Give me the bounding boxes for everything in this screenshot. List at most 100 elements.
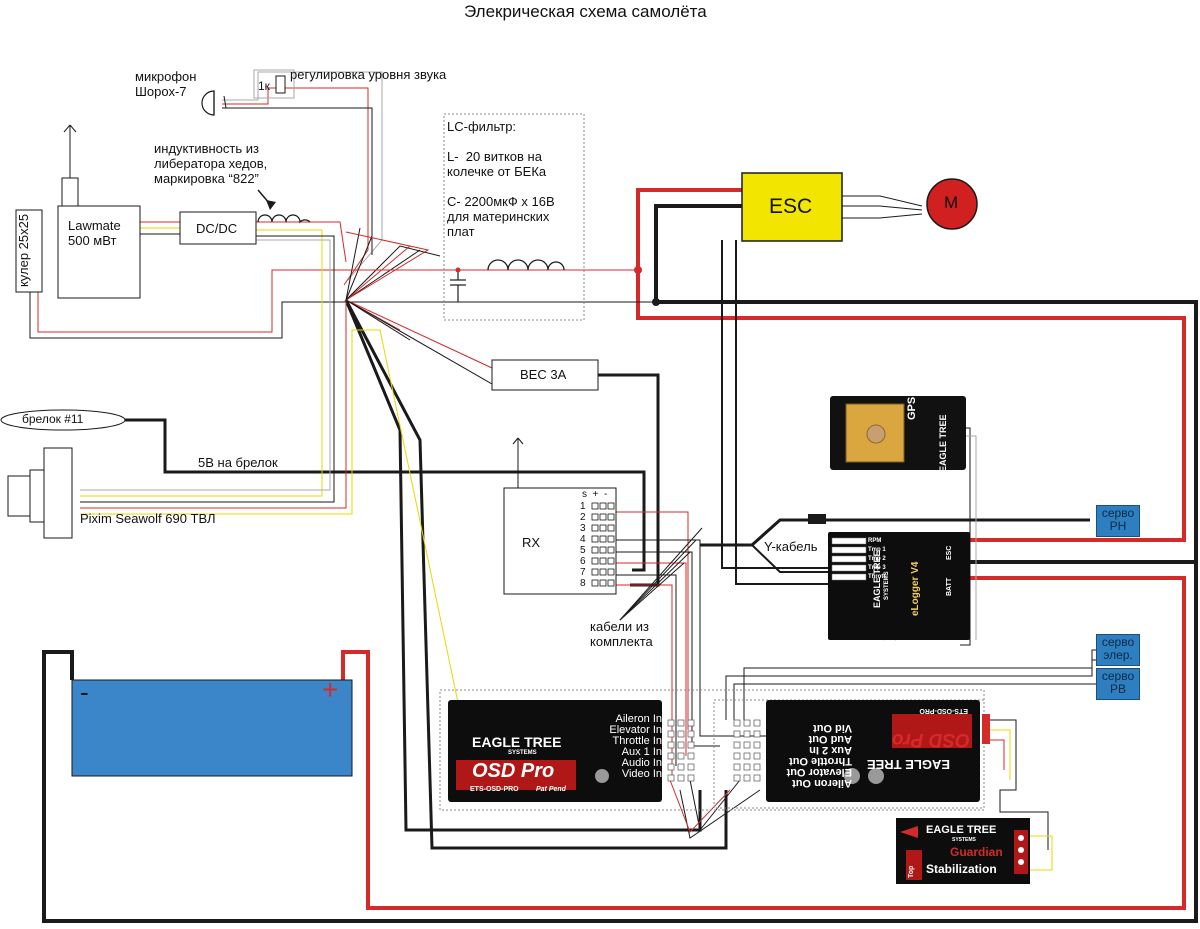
rx-channel-2: 2 [580,512,586,523]
osd-right-model: ETS-OSD-PRO [919,707,968,714]
diagram-title: Элекрическая схема самолёта [464,2,707,21]
motor-icon [926,178,978,230]
osd-output-aileron: Aileron Out [792,777,852,789]
rx-channel-numbers: 1 2 3 4 5 6 7 8 [580,501,586,589]
osd-left-name: OSD Pro [472,760,555,782]
signal-wires [29,71,1096,871]
elogger-port-tmp1: Tmp 1 [868,547,886,553]
guardian-name: Guardian [950,845,1003,859]
rx-channel-8: 8 [580,578,586,589]
power-wires [42,188,1198,923]
motor-label: M [944,193,959,212]
lc-filter-coil [487,259,565,271]
osd-left-pat: Pat Pend [536,786,566,793]
osd-input-elevator: Elevator In [609,724,662,736]
gps-module [830,396,966,470]
dcdc-converter [179,211,257,245]
elogger-port-thrott: Thrott [868,574,886,580]
esc-box [741,172,843,242]
lawmate-label: Lawmate 500 мВт [68,218,121,248]
volume-label: регулировка уровня звука [290,67,447,82]
lawmate-antenna-icon [61,124,79,207]
osd-pro-board-left [448,700,662,802]
rx-channel-6: 6 [580,556,586,567]
rx-label: RX [522,535,541,550]
osd-output-audio: Aud Out [808,733,852,745]
osd-pro-board-right [766,700,990,802]
y-cable-label: Y-кабель [764,539,818,555]
battery-minus-label: - [80,677,89,707]
inductor-coil [257,214,311,224]
elogger-esc: ESC [946,545,953,560]
osd-right-name: OSD Pro [891,729,970,750]
elogger-batt: BATT [946,577,953,596]
esc-label: ESC [769,195,813,218]
cables-kit-label: кабели из комплекта [590,619,653,649]
microphone [201,90,215,116]
guardian-sub: Stabilization [926,862,997,876]
osd-input-video: Video In [621,768,662,780]
gps-brand: EAGLE TREE [938,414,948,472]
osd-left-inputs: Aileron In Elevator In Throttle In Aux 1… [586,714,662,780]
y-cable [700,518,1090,547]
rx-receiver [503,487,617,595]
elogger-name: eLogger V4 [910,561,921,616]
rx-antenna-icon [512,437,524,488]
battery-plus-label: + [322,674,339,705]
keychain-label: брелок #11 [22,412,84,426]
cooler-label: кулер 25х25 [16,213,32,288]
osd-output-video: Vid Out [813,722,852,734]
elogger-module [828,532,970,640]
cooler-fan [15,209,43,293]
osd-right-print: EAGLE TREE OSD Pro ETS-OSD-PRO Aileron O… [766,700,980,802]
osd-output-elevator: Elevator Out [786,766,852,778]
servo-rudder: серво РН [1096,505,1140,537]
guardian-brand: EAGLE TREE [926,824,997,836]
osd-right-pins [733,719,761,782]
osd-left-pins [667,719,695,782]
camera-label: Pixim Seawolf 690 ТВЛ [80,511,216,526]
dcdc-label: DC/DC [196,221,238,236]
osd-input-aileron: Aileron In [615,713,662,725]
battery-positive-wire [341,576,1186,910]
volume-resistor [253,69,295,99]
bec-label: BEC 3A [520,367,567,382]
osd-input-audio: Audio In [621,757,662,769]
rx-channel-4: 4 [580,534,586,545]
elogger-port-tmp2: Tmp 2 [868,556,886,562]
rx-channel-1: 1 [580,501,586,512]
rx-channel-7: 7 [580,567,586,578]
esc-signal-wire [721,240,830,569]
keychain-power-label: 5В на брелок [198,455,278,470]
osd-right-brand: EAGLE TREE [866,757,950,772]
osd-right-outputs: Aileron Out Elevator Out Throttle Out Au… [770,722,852,789]
servo-aileron: серво элер. [1096,634,1140,666]
inductance-pointer [257,189,276,210]
microphone-label: микрофон Шорох-7 [135,69,197,99]
rx-channel-3: 3 [580,523,586,534]
osd-input-aux1: Aux 1 In [621,746,662,758]
osd-left-brand: EAGLE TREE [472,734,562,750]
guardian-top: Top [908,865,915,878]
lc-filter-box [443,113,585,321]
servo-elevator: серво РВ [1096,668,1140,700]
resistor-label: 1к [258,79,270,93]
osd-output-throttle: Throttle Out [789,755,852,767]
elogger-ports: RPM Tmp 1 Tmp 2 Tmp 3 Thrott [868,537,886,582]
lc-filter-label: LC-фильтр: L- 20 витков на колечке от БЕ… [447,119,555,239]
esc-positive-wire [636,188,1186,542]
osd-left-brand-sub: SYSTEMS [508,750,537,756]
elogger-port-rpm: RPM [868,538,882,544]
rx-header: s + - [582,489,608,500]
bec-box [491,359,599,391]
camera-icon [7,447,73,539]
lc-filter-capacitor [450,270,466,302]
guardian-module [896,818,1030,884]
elogger-port-tmp3: Tmp 3 [868,565,886,571]
guardian-brand-sub: SYSTEMS [952,837,976,843]
osd-output-aux2: Aux 2 In [809,744,852,756]
rx-channel-5: 5 [580,545,586,556]
gps-name: GPS V4 [906,380,918,420]
keychain-tag [0,409,126,431]
